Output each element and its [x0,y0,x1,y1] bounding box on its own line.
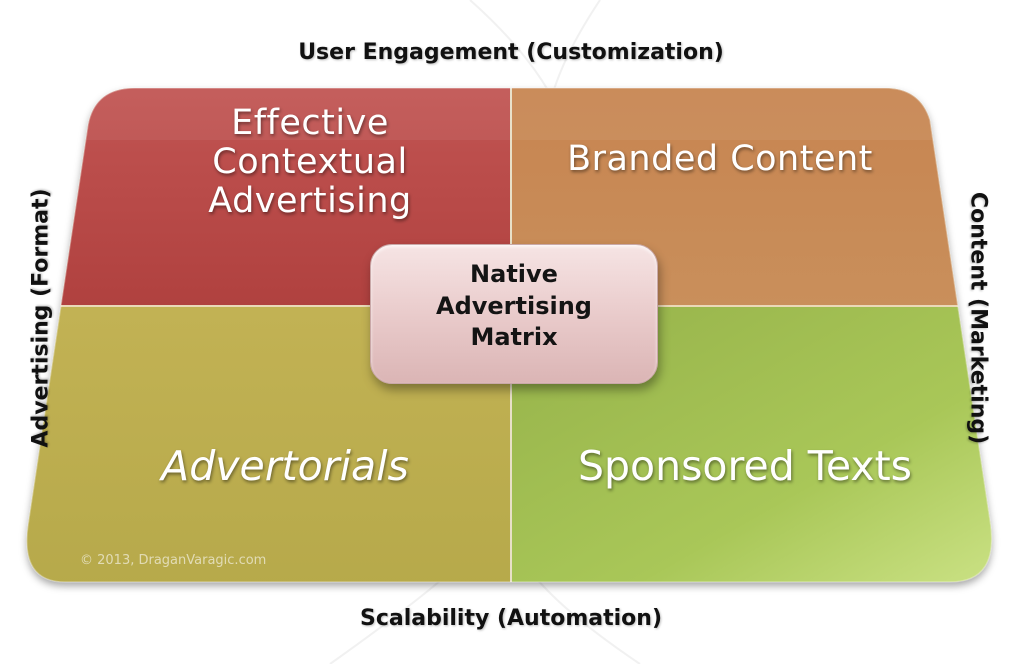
quadrant-label-line: Contextual [212,142,408,183]
quadrant-label-line: Effective [231,103,389,143]
center-title-box: Native Advertising Matrix [370,244,658,384]
axis-label-right: Content (Marketing) [965,191,991,445]
quadrant-label-line: Advertising [208,181,412,222]
quadrant-label-top-left: Effective Contextual Advertising [130,103,490,222]
copyright-notice: © 2013, DraganVaragic.com [80,553,267,568]
axis-label-bottom: Scalability (Automation) [359,606,663,631]
center-title: Native Advertising Matrix [371,259,657,354]
center-title-line: Native [470,260,558,288]
quadrant-label-bottom-left: Advertorials [161,442,409,490]
axis-label-top: User Engagement (Customization) [298,40,724,65]
quadrant-label-bottom-right: Sponsored Texts [577,442,913,490]
axis-label-left: Advertising (Format) [28,188,54,448]
center-title-line: Matrix [470,323,558,352]
quadrant-label-top-right: Branded Content [567,139,873,179]
center-title-line: Advertising [436,291,592,320]
